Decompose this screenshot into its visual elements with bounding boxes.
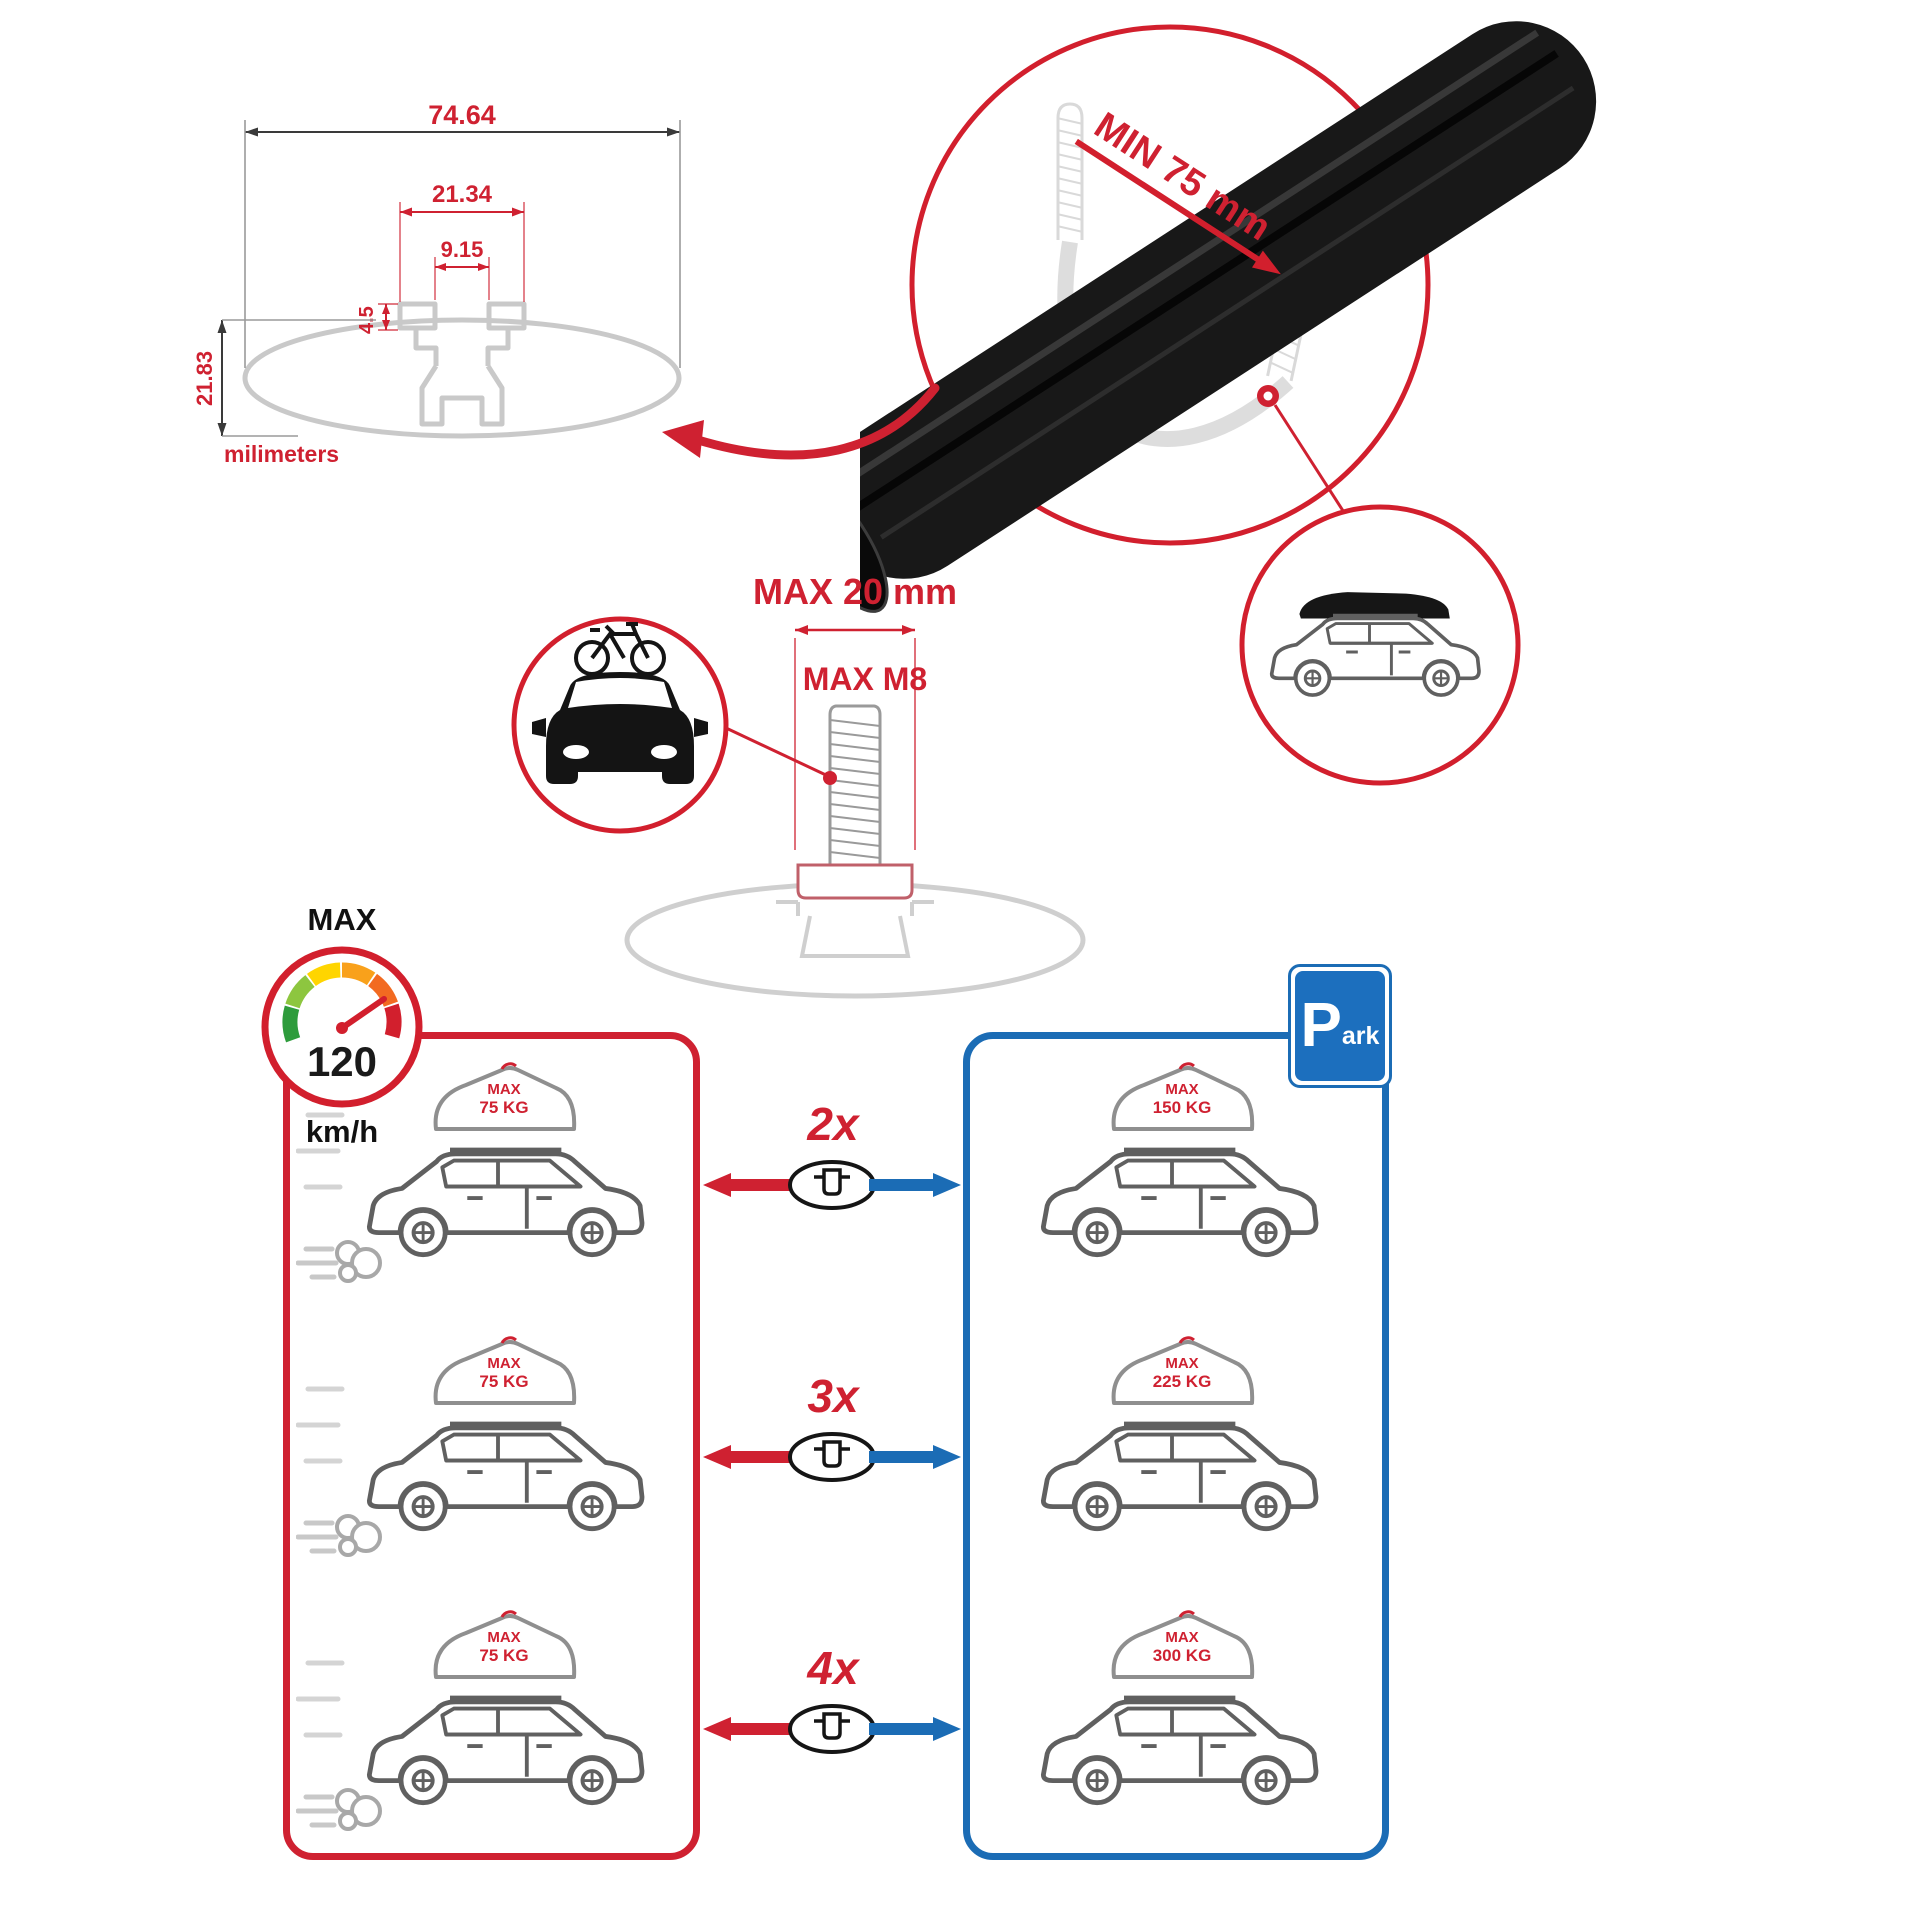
roofbox-load-label: MAX 150 KG — [1152, 1081, 1212, 1118]
bolt-section: MAX 20 mm MAX M8 — [511, 571, 1086, 999]
roofbox-load-label: MAX 75 KG — [479, 1355, 529, 1392]
roofbox-load-label: MAX 75 KG — [479, 1629, 529, 1666]
bolt-leader-line — [725, 726, 829, 778]
parked-car-row-3: MAX 300 KG — [976, 1603, 1371, 1861]
bar-cross-section-ellipse — [242, 317, 682, 439]
speed-gauge: MAX 120 km/h — [246, 902, 438, 1150]
units-label: milimeters — [224, 441, 339, 467]
roofbox-load-label: MAX 75 KG — [479, 1081, 529, 1118]
bolt-leader-dot — [823, 771, 837, 785]
black-crossbar — [860, 21, 1597, 613]
driving-limit-panel: MAX 75 KG MAX 75 KG — [283, 1032, 700, 1860]
roofbox-load-label: MAX 225 KG — [1152, 1355, 1212, 1392]
multiplier-row-3: 4x — [701, 1644, 965, 1766]
park-sign-suffix: ark — [1341, 1021, 1380, 1050]
crossbar-count-arrows — [703, 1704, 961, 1755]
left-arrow — [727, 1179, 795, 1192]
bolt-width-label: MAX 20 mm — [753, 571, 957, 612]
right-arrow — [869, 1451, 937, 1464]
dim-inner-width: 9.15 — [434, 237, 490, 300]
dim-total-height-label: 21.83 — [192, 351, 217, 406]
car-front-icon — [532, 672, 708, 784]
slot-profile-lines — [776, 900, 934, 958]
callout-dot-center — [1263, 391, 1273, 401]
t-slot-profile — [397, 301, 527, 427]
bar-to-profile-arrow — [662, 383, 940, 460]
roofbox-load-label: MAX 300 KG — [1152, 1629, 1212, 1666]
driving-car-art — [296, 1335, 691, 1587]
multiplier-row-1: 2x — [701, 1100, 965, 1222]
gauge-needle — [339, 996, 387, 1031]
t-bolt — [796, 704, 914, 900]
dim-mid-width-label: 21.34 — [432, 181, 493, 208]
dim-total-width-label: 74.64 — [428, 100, 496, 130]
profile-dimension-diagram: 74.64 21.34 9.15 4.5 — [192, 100, 682, 467]
arrowhead — [662, 420, 704, 458]
multiplier-row-2: 3x — [701, 1372, 965, 1494]
bolt-thread-label: MAX M8 — [803, 661, 927, 697]
dim-notch-height: 4.5 — [356, 303, 398, 334]
driving-car-row-1: MAX 75 KG — [296, 1055, 691, 1313]
left-arrow — [727, 1723, 795, 1736]
driving-car-row-3: MAX 75 KG — [296, 1603, 691, 1861]
driving-car-art — [296, 1609, 691, 1861]
bolt-width-dimension: MAX 20 mm — [753, 571, 957, 850]
parked-car-row-2: MAX 225 KG — [976, 1329, 1371, 1587]
crossbar-count-arrows — [703, 1432, 961, 1483]
crossbar-detail: MIN 75 mm — [860, 21, 1597, 786]
bike-icon — [574, 622, 666, 676]
driving-car-art — [296, 1061, 691, 1313]
dim-mid-width: 21.34 — [399, 181, 525, 302]
dim-inner-width-label: 9.15 — [441, 237, 484, 262]
gauge-value: 120 — [307, 1038, 377, 1085]
park-sign-letter: P — [1300, 991, 1342, 1060]
right-arrow — [869, 1179, 937, 1192]
multiplier-label: 4x — [807, 1642, 859, 1694]
dim-total-width: 74.64 — [244, 100, 681, 368]
gauge-title: MAX — [307, 902, 377, 937]
gauge-pivot — [336, 1022, 348, 1034]
right-arrow — [869, 1723, 937, 1736]
driving-car-row-2: MAX 75 KG — [296, 1329, 691, 1587]
parked-car-row-1: MAX 150 KG — [976, 1055, 1371, 1313]
slot-ellipse — [624, 881, 1086, 999]
gauge-arc — [282, 962, 402, 1043]
gauge-dial: 120 — [261, 946, 423, 1108]
dim-total-height: 21.83 — [192, 319, 376, 437]
gauge-unit: km/h — [305, 1114, 379, 1149]
left-arrow — [727, 1451, 795, 1464]
multiplier-label: 2x — [807, 1098, 859, 1150]
crossbar-count-arrows — [703, 1160, 961, 1211]
multiplier-label: 3x — [807, 1370, 859, 1422]
t-bolt-head — [796, 863, 914, 900]
parking-limit-panel: MAX 150 KG MAX 225 KG MAX 300 KG — [963, 1032, 1389, 1860]
suv-with-roofbox — [1269, 592, 1481, 697]
